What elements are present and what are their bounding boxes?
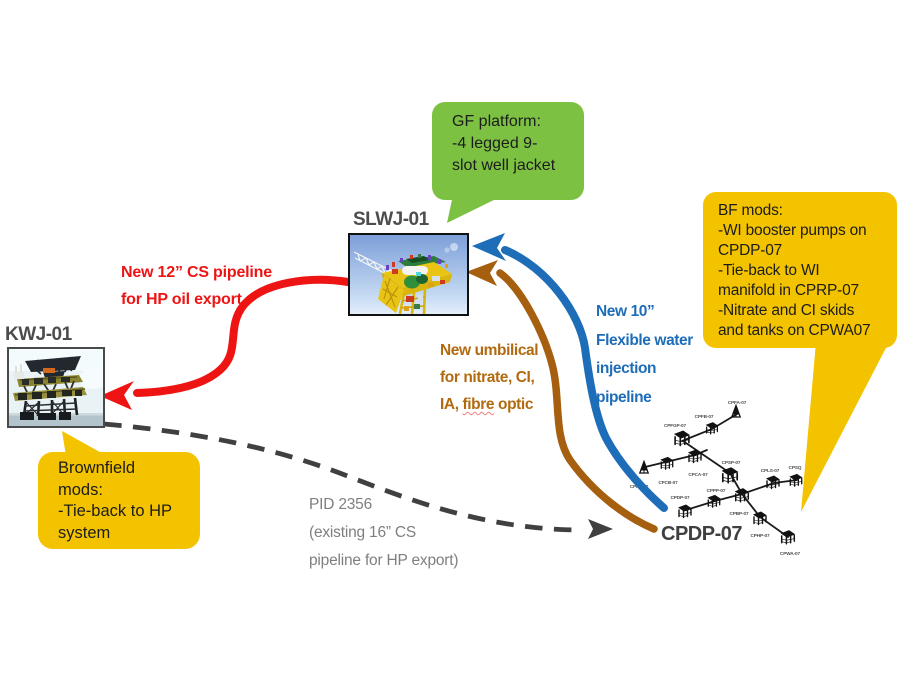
node-cpsp-label: CPSP-07: [722, 460, 741, 465]
node-cpwa: CPWA-07: [779, 529, 801, 556]
network-lines: [644, 413, 798, 538]
umbilical-label-line3: IA, fibre optic: [440, 391, 538, 418]
fibre-misspelling: fibre: [462, 396, 495, 413]
existing-pipeline-arrowhead: [588, 519, 613, 539]
gf-bubble-tail: [447, 195, 504, 223]
node-cpca-label: CPCA-07: [688, 472, 708, 477]
node-cpfa: CPFA-07: [728, 400, 747, 418]
umbilical-label-line2: for nitrate, CI,: [440, 369, 535, 386]
slwj-topsides-art: [378, 254, 452, 314]
node-cpcb-label: CPCB-07: [658, 480, 678, 485]
node-cpfb-label: CPFB-07: [695, 414, 714, 419]
umbilical-label-line3-pre: IA,: [440, 396, 463, 413]
cpdp-07-label: CPDP-07: [661, 523, 742, 545]
node-cpca: CPCA-07: [687, 448, 708, 477]
water-pipeline-label: New 10” Flexible water injection pipelin…: [596, 303, 693, 406]
gf-platform-callout: GF platform: -4 legged 9- slot well jack…: [432, 102, 584, 200]
brownfield-mods-callout: Brownfield mods: -Tie-back to HP system: [38, 452, 200, 549]
kwj-01-label: KWJ-01: [5, 324, 72, 345]
node-cpfa-label: CPFA-07: [728, 400, 747, 405]
node-cpcb: CPCB-07: [658, 456, 678, 485]
kwj-01-image: [7, 347, 105, 428]
existing-pipeline-label: PID 2356 (existing 16” CS pipeline for H…: [309, 496, 459, 569]
water-pipeline-arrow: [472, 233, 668, 512]
existing-pipeline-arrow: [103, 421, 613, 539]
bf-mods-callout: BF mods: -WI booster pumps on CPDP-07 -T…: [703, 192, 897, 348]
brownfield-bubble-tail: [62, 431, 107, 456]
node-cpwa-label: CPWA-07: [780, 551, 801, 556]
node-cpls-label: CPLS-07: [761, 468, 780, 473]
node-cpbp: CPBP-07: [729, 487, 751, 516]
kwj-jacket-legs-art: [22, 397, 79, 417]
oil-pipeline-label: New 12” CS pipeline for HP oil export: [121, 264, 272, 308]
umbilical-label-line3-post: optic: [494, 396, 534, 413]
umbilical-label-line1: New umbilical: [440, 342, 539, 359]
node-cpfgp-label: CPFGP-07: [664, 423, 687, 428]
slwj-01-label: SLWJ-01: [353, 209, 429, 230]
cpdp-network-cluster: CPFA-07 CPFB-07 CPFGP-07 CPCA-07 CPCB-07: [630, 400, 804, 556]
umbilical-arrow: [466, 260, 658, 533]
umbilical-arrowhead: [466, 260, 498, 286]
node-cpdp-small: CPDP-07: [670, 495, 693, 519]
bfmods-bubble-tail: [801, 342, 889, 512]
node-cpsq-label: CPSQ: [789, 465, 802, 470]
node-cpdp-small-label: CPDP-07: [670, 495, 690, 500]
slwj-01-image: [348, 233, 469, 316]
node-cpsq: CPSQ: [789, 465, 804, 487]
oil-pipeline-arrow: [100, 275, 352, 410]
node-cphp-label: CPHP-07: [750, 533, 770, 538]
oil-pipeline-arrowhead: [100, 381, 134, 410]
umbilical-label: New umbilical for nitrate, CI, IA, fibre…: [440, 337, 539, 418]
node-cpfgp: CPFGP-07: [664, 423, 691, 447]
water-pipeline-arrowhead: [472, 233, 506, 261]
node-cpls: CPLS-07: [761, 468, 781, 490]
node-cpfb: CPFB-07: [695, 414, 719, 435]
node-cpbp-label: CPBP-07: [729, 511, 749, 516]
node-cphp: CPHP-07: [750, 510, 770, 538]
node-cppp-label: CPPP-07: [707, 488, 726, 493]
node-cppp: CPPP-07: [707, 488, 726, 508]
node-cpsp: CPSP-07: [720, 460, 741, 484]
